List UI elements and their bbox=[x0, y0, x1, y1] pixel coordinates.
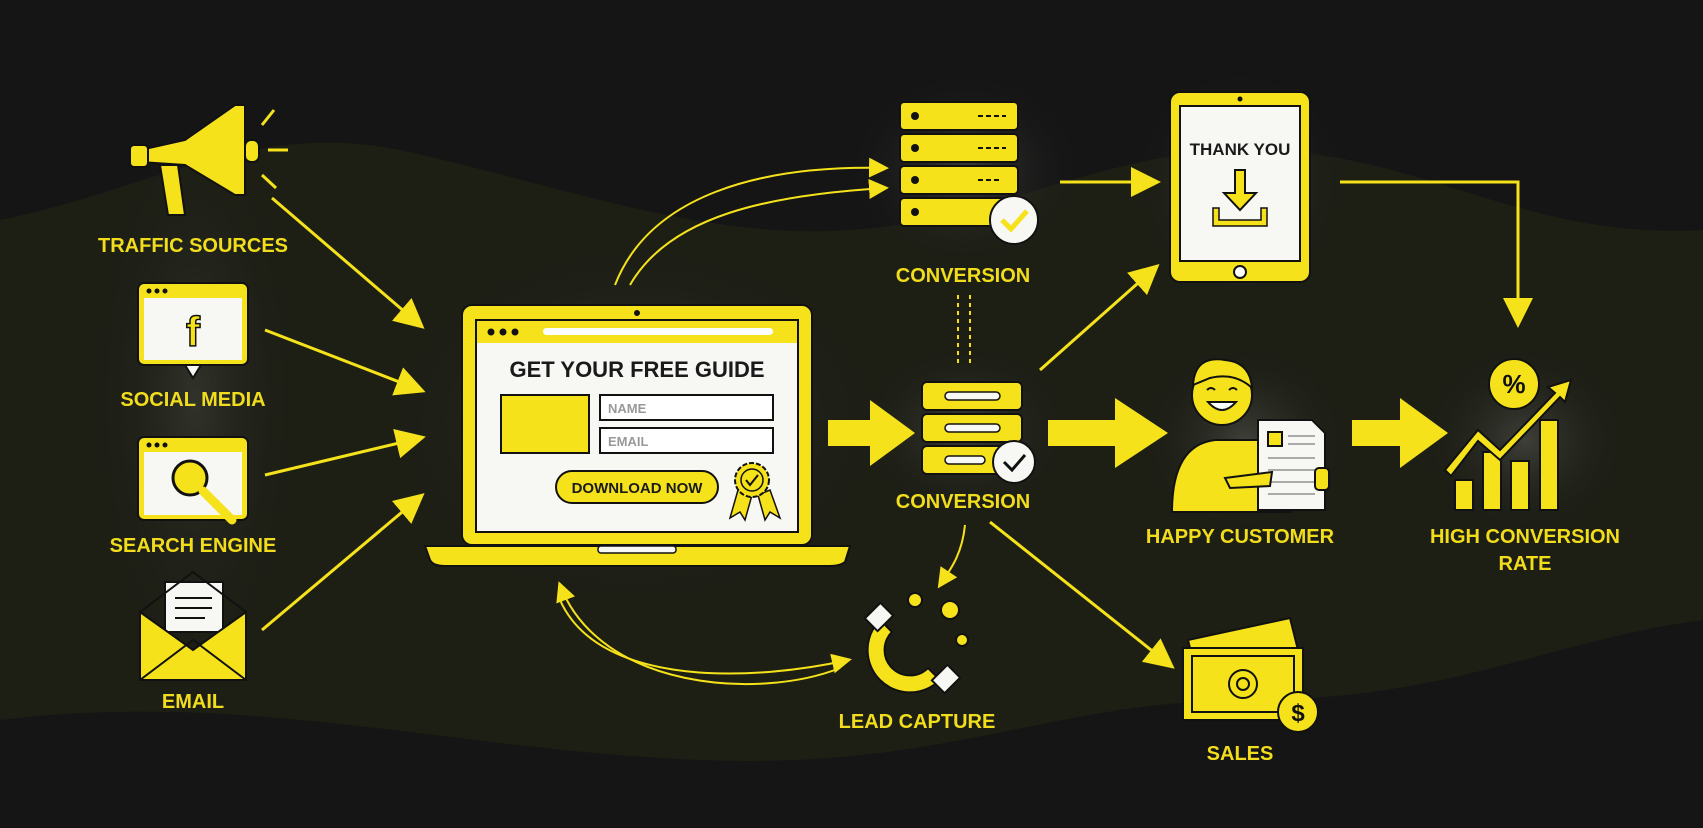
dollar-symbol: $ bbox=[1291, 700, 1305, 727]
facebook-glyph: f bbox=[186, 308, 201, 355]
download-now-button[interactable]: DOWNLOAD NOW bbox=[555, 470, 719, 504]
facebook-window-icon: f bbox=[137, 282, 249, 380]
conversion-server-top-icon bbox=[899, 101, 1039, 245]
guide-image-placeholder bbox=[500, 394, 590, 454]
high-conversion-label-line1: HIGH CONVERSION bbox=[1430, 526, 1620, 548]
email-placeholder: EMAIL bbox=[608, 434, 649, 449]
sound-lines-icon bbox=[260, 109, 288, 190]
vertical-dotted-links bbox=[957, 295, 971, 365]
envelope-icon bbox=[139, 570, 247, 681]
megaphone-icon bbox=[129, 104, 260, 216]
happy-customer-label: HAPPY CUSTOMER bbox=[1146, 526, 1335, 548]
conversion-server-middle-icon bbox=[921, 381, 1036, 484]
download-now-label: DOWNLOAD NOW bbox=[572, 480, 704, 497]
growth-chart-icon: % bbox=[1443, 358, 1573, 511]
name-placeholder: NAME bbox=[608, 401, 647, 416]
thank-you-tablet-icon: THANK YOU bbox=[1169, 91, 1311, 283]
landing-page-title: GET YOUR FREE GUIDE bbox=[509, 357, 764, 382]
laptop-landing-page: GET YOUR FREE GUIDE NAME EMAIL DOWNLOAD … bbox=[423, 304, 852, 567]
email-input[interactable]: EMAIL bbox=[599, 427, 774, 454]
name-input[interactable]: NAME bbox=[599, 394, 774, 421]
big-flow-arrows bbox=[828, 398, 1448, 468]
traffic-sources-label: TRAFFIC SOURCES bbox=[98, 235, 288, 257]
high-conversion-label-line2: RATE bbox=[1499, 553, 1552, 575]
connector-arrows bbox=[261, 157, 1533, 686]
percent-symbol: % bbox=[1502, 369, 1525, 399]
lead-capture-label: LEAD CAPTURE bbox=[839, 711, 996, 733]
search-engine-label: SEARCH ENGINE bbox=[110, 535, 277, 557]
conversion-middle-label: CONVERSION bbox=[896, 491, 1030, 513]
magnet-icon bbox=[863, 592, 969, 695]
conversion-top-label: CONVERSION bbox=[896, 265, 1030, 287]
search-window-icon bbox=[137, 436, 249, 525]
social-media-label: SOCIAL MEDIA bbox=[120, 389, 265, 411]
money-icon: $ bbox=[1182, 616, 1319, 733]
sales-label: SALES bbox=[1207, 743, 1274, 765]
thank-you-text: THANK YOU bbox=[1190, 140, 1291, 159]
award-ribbon-icon bbox=[728, 462, 782, 522]
happy-customer-icon bbox=[1170, 358, 1330, 513]
email-label: EMAIL bbox=[162, 691, 224, 713]
